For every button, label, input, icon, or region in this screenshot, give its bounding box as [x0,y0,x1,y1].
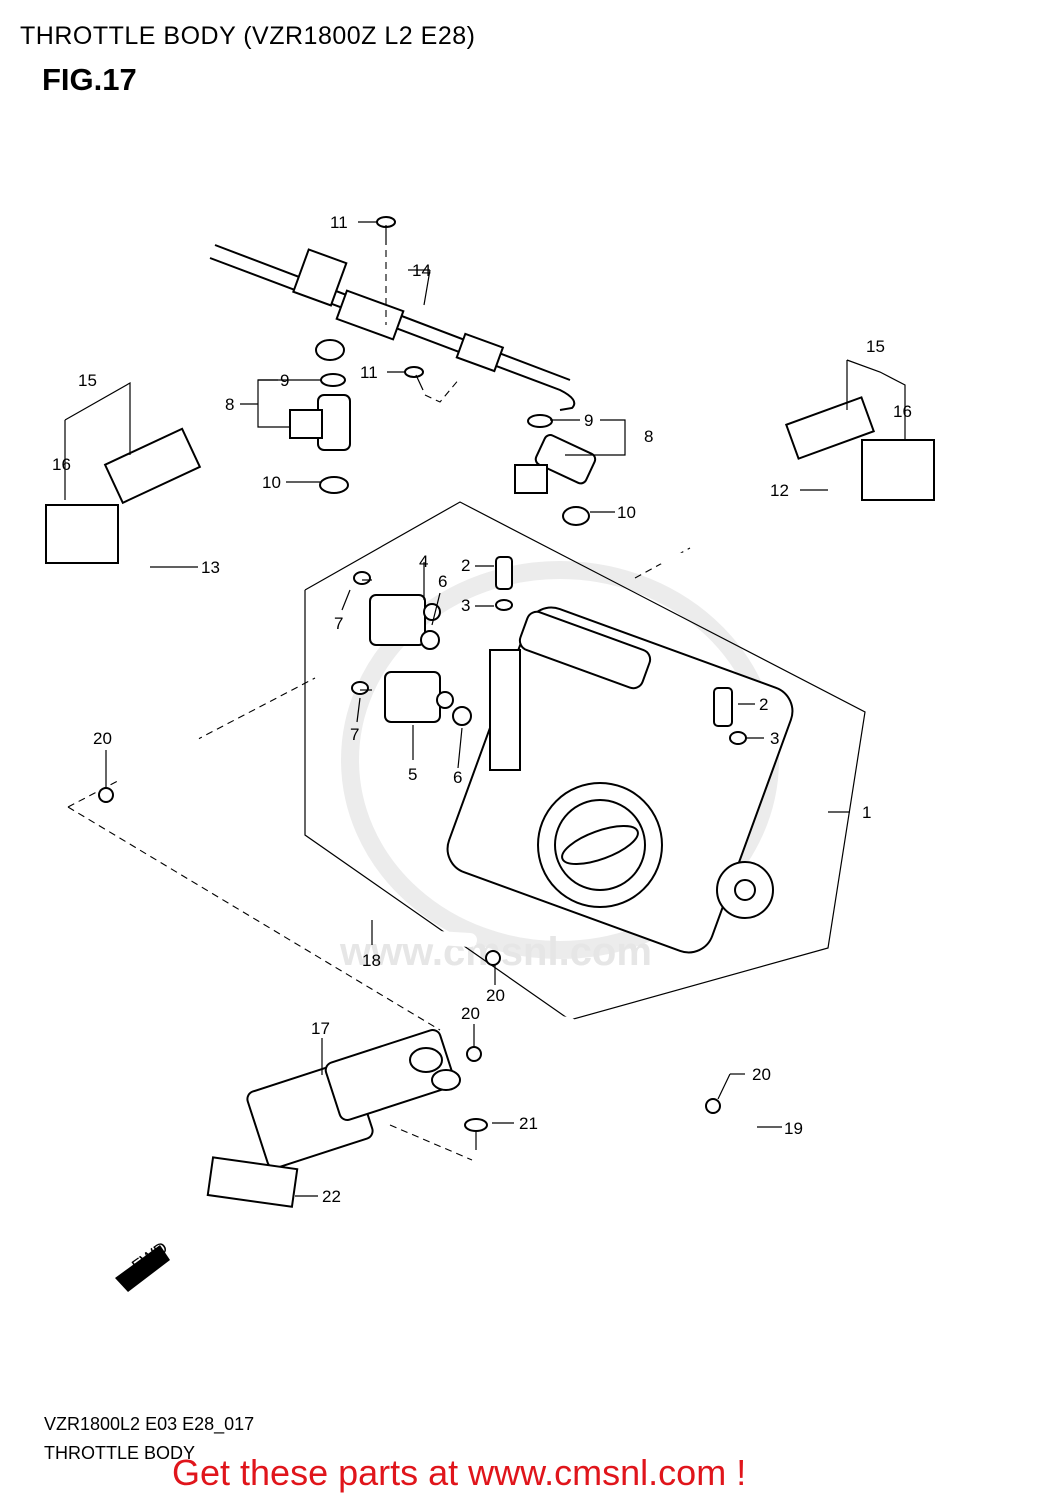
figure-label: FIG.17 [42,62,137,97]
valve-17 [246,1029,461,1169]
screw-21 [464,1118,488,1150]
connector-right [784,396,935,501]
callout-11: 11 [330,213,348,232]
callout-3: 3 [461,596,470,615]
callout-16: 16 [893,402,912,421]
callout-1: 1 [862,803,871,822]
page-title: THROTTLE BODY (VZR1800Z L2 E28) [20,22,476,50]
callout-16: 16 [52,455,71,474]
callout-20: 20 [461,1004,480,1023]
callout-21: 21 [519,1114,538,1133]
callout-13: 13 [201,558,220,577]
diagram-name: THROTTLE BODY [44,1443,196,1463]
callout-6: 6 [438,572,447,591]
injector-left [289,373,351,494]
callout-11: 11 [360,363,378,382]
callout-10: 10 [617,503,636,522]
throttle-body-frame [304,501,866,1021]
callout-12: 12 [770,481,789,500]
callout-5: 5 [408,765,417,784]
callout-10: 10 [262,473,281,492]
sensor-5 [384,671,472,726]
pad-22 [206,1156,299,1208]
callout-9: 9 [280,371,289,390]
callout-2: 2 [461,556,470,575]
callout-17: 17 [311,1019,330,1038]
diagram-code: VZR1800L2 E03 E28_017 [44,1414,255,1434]
callout-7: 7 [334,614,343,633]
callout-20: 20 [752,1065,771,1084]
callout-20: 20 [93,729,112,748]
screw-11-mid [404,366,461,403]
throttle-body [446,606,794,954]
fwd-arrow-icon: FWD [115,1238,171,1292]
callout-2: 2 [759,695,768,714]
callout-3: 3 [770,729,779,748]
connector-left [45,427,202,564]
sensor-4 [369,594,441,650]
callout-15: 15 [866,337,885,356]
promo-link[interactable]: Get these parts at www.cmsnl.com ! [172,1452,747,1493]
callout-8: 8 [225,395,234,414]
callout-labels: 1 2 2 3 3 4 5 6 6 7 7 8 8 9 9 10 10 11 1… [52,213,912,1206]
small-parts [351,556,747,745]
callout-14: 14 [412,261,431,280]
callout-18: 18 [362,951,381,970]
callout-7: 7 [350,725,359,744]
callout-9: 9 [584,411,593,430]
clamps-20 [98,787,721,1114]
callout-19: 19 [784,1119,803,1138]
callout-4: 4 [419,552,428,571]
callout-15: 15 [78,371,97,390]
callout-8: 8 [644,427,653,446]
fuel-rail [209,244,576,411]
callout-6: 6 [453,768,462,787]
callout-22: 22 [322,1187,341,1206]
injector-right [514,414,597,526]
callout-20: 20 [486,986,505,1005]
hoses [118,463,842,1223]
leader-lines [64,221,906,1197]
